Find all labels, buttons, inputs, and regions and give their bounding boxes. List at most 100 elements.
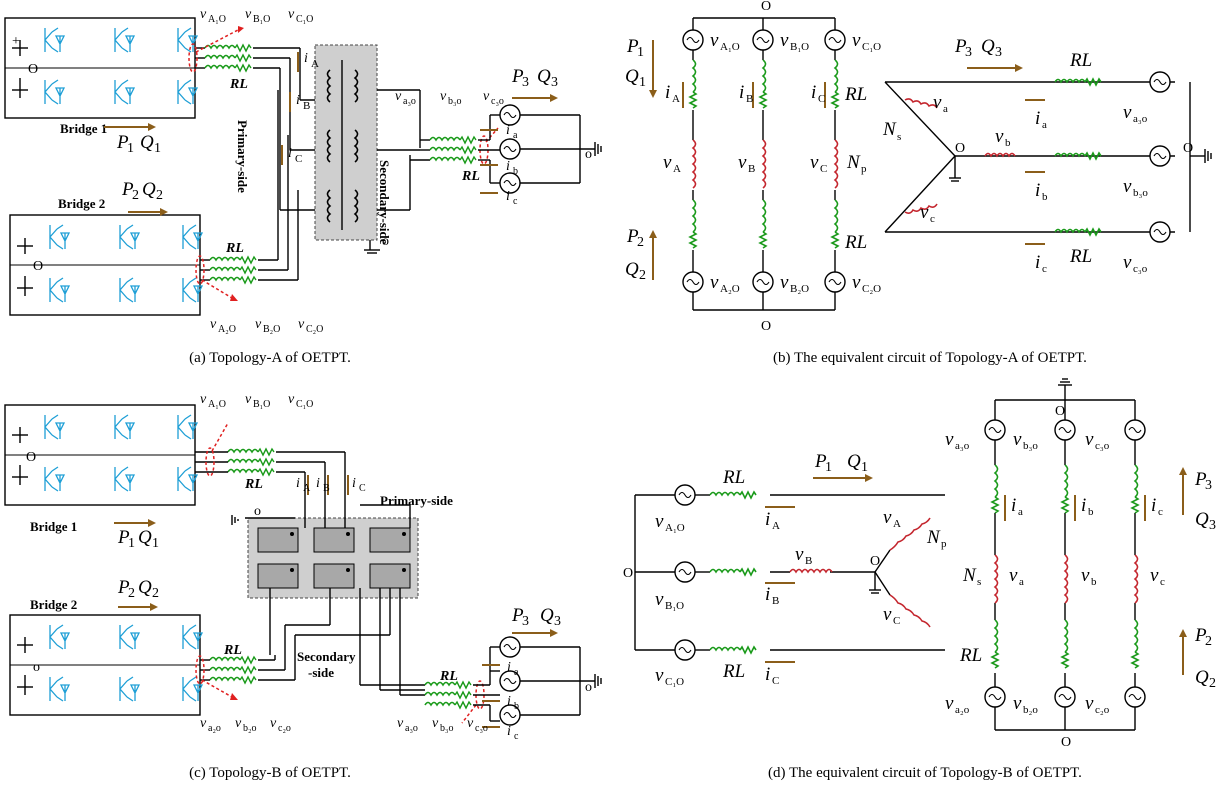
svg-text:3: 3 xyxy=(522,75,529,90)
svg-text:v: v xyxy=(1123,176,1132,197)
svg-text:a: a xyxy=(1019,576,1024,588)
svg-text:v: v xyxy=(288,7,295,22)
svg-text:v: v xyxy=(933,92,942,113)
svg-text:1: 1 xyxy=(154,141,161,156)
svg-text:v: v xyxy=(1013,693,1022,714)
svg-text:i: i xyxy=(1035,180,1040,201)
svg-text:c: c xyxy=(1160,576,1165,588)
panel-a-topology-a: + O Bridge 1 P 1 Q 1 O Bridge 2 P 2 Q 2 xyxy=(0,0,615,340)
svg-text:Q: Q xyxy=(625,66,639,87)
svg-text:v: v xyxy=(245,392,252,407)
svg-text:O: O xyxy=(623,566,633,581)
svg-text:i: i xyxy=(665,82,670,103)
svg-text:c: c xyxy=(514,731,519,742)
svg-text:a₃o: a₃o xyxy=(403,96,416,107)
svg-text:P: P xyxy=(117,527,130,548)
svg-text:A: A xyxy=(303,483,311,494)
svg-text:c₂o: c₂o xyxy=(1095,704,1110,716)
svg-text:v: v xyxy=(1013,429,1022,450)
svg-text:RL: RL xyxy=(722,661,745,682)
secondary-sources-d xyxy=(984,419,1146,708)
svg-text:O: O xyxy=(26,450,36,465)
svg-text:Secondary: Secondary xyxy=(297,649,356,664)
svg-text:b: b xyxy=(1042,191,1048,203)
svg-text:1: 1 xyxy=(639,75,646,90)
svg-text:A₁O: A₁O xyxy=(208,14,226,25)
svg-text:RL: RL xyxy=(844,232,867,253)
svg-text:1: 1 xyxy=(152,536,159,551)
svg-text:v: v xyxy=(467,716,474,731)
bridge-2: O xyxy=(9,214,204,316)
svg-text:a: a xyxy=(943,103,948,115)
svg-text:3: 3 xyxy=(1205,478,1212,493)
svg-text:O: O xyxy=(1055,404,1065,419)
svg-text:2: 2 xyxy=(1205,634,1212,649)
caption-a: (a) Topology-A of OETPT. xyxy=(189,350,351,366)
svg-text:RL: RL xyxy=(223,643,242,658)
svg-text:v: v xyxy=(710,272,719,293)
svg-text:P: P xyxy=(626,36,639,57)
svg-text:i: i xyxy=(765,584,770,605)
svg-text:RL: RL xyxy=(225,241,244,256)
svg-text:v: v xyxy=(945,429,954,450)
svg-text:a₃o: a₃o xyxy=(405,723,418,734)
svg-text:Q: Q xyxy=(138,527,152,548)
svg-text:v: v xyxy=(920,202,929,223)
svg-text:i: i xyxy=(506,159,510,174)
svg-text:v: v xyxy=(1085,429,1094,450)
svg-text:o: o xyxy=(254,504,261,519)
svg-text:c₃o: c₃o xyxy=(491,96,504,107)
svg-text:2: 2 xyxy=(1209,676,1216,691)
svg-text:-side: -side xyxy=(308,665,334,680)
transformer-windings-a xyxy=(326,69,359,223)
svg-text:O: O xyxy=(761,0,771,14)
svg-text:2: 2 xyxy=(639,268,646,283)
svg-text:i: i xyxy=(765,664,770,685)
svg-text:P: P xyxy=(626,226,639,247)
svg-text:3: 3 xyxy=(1209,518,1216,533)
svg-text:RL: RL xyxy=(1069,50,1092,71)
svg-text:P: P xyxy=(954,36,967,57)
transformer-windings-c xyxy=(257,527,411,589)
svg-text:v: v xyxy=(298,317,305,332)
svg-text:RL: RL xyxy=(959,645,982,666)
svg-text:b: b xyxy=(1088,506,1094,518)
svg-text:v: v xyxy=(235,716,242,731)
svg-text:A₂O: A₂O xyxy=(720,283,740,295)
svg-text:B: B xyxy=(746,93,753,105)
svg-text:i: i xyxy=(288,146,292,161)
svg-text:N: N xyxy=(846,152,861,173)
svg-text:v: v xyxy=(1123,252,1132,273)
svg-text:v: v xyxy=(810,152,819,173)
svg-text:N: N xyxy=(926,527,941,548)
caption-b: (b) The equivalent circuit of Topology-A… xyxy=(773,350,1087,366)
svg-text:v: v xyxy=(200,716,207,731)
svg-text:Bridge 1: Bridge 1 xyxy=(30,519,77,534)
svg-text:o: o xyxy=(585,680,592,695)
svg-text:Q: Q xyxy=(625,259,639,280)
svg-text:v: v xyxy=(395,89,402,104)
svg-text:i: i xyxy=(316,476,320,491)
svg-text:A₁O: A₁O xyxy=(208,399,226,410)
svg-text:i: i xyxy=(296,93,300,108)
svg-text:v: v xyxy=(738,152,747,173)
svg-text:i: i xyxy=(1011,495,1016,516)
svg-text:v: v xyxy=(1123,102,1132,123)
svg-text:N: N xyxy=(962,565,977,586)
svg-text:b₂o: b₂o xyxy=(1023,704,1038,716)
svg-text:2: 2 xyxy=(132,188,139,203)
svg-text:3: 3 xyxy=(554,614,561,629)
svg-text:C₂O: C₂O xyxy=(306,324,323,335)
svg-text:C₁O: C₁O xyxy=(296,14,313,25)
svg-text:s: s xyxy=(897,131,901,143)
svg-text:i: i xyxy=(507,694,511,709)
caption-c: (c) Topology-B of OETPT. xyxy=(189,765,351,781)
svg-text:v: v xyxy=(655,665,664,686)
transformer-core-a xyxy=(314,44,378,241)
